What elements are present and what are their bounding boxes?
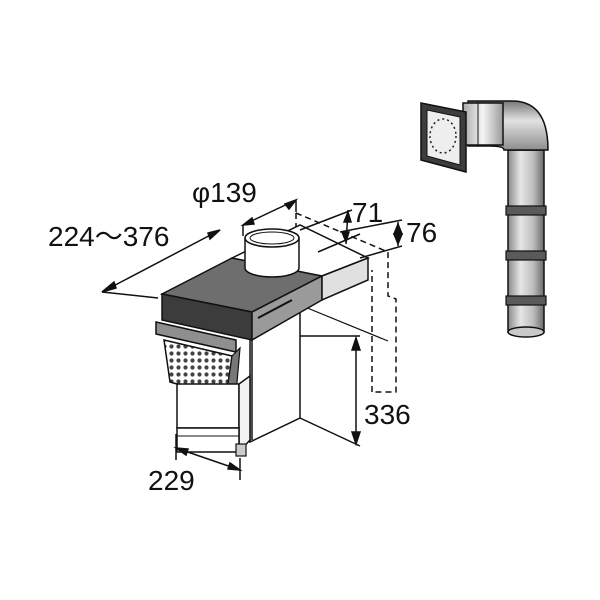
- dimension-offset-a: 71: [352, 197, 383, 228]
- flange-opening-hidden-line: [429, 118, 457, 154]
- hood-unit: [155, 212, 397, 457]
- hidden-lines: [295, 212, 397, 393]
- duct-outlet: [244, 228, 300, 278]
- dimension-lines: [101, 198, 404, 480]
- duct-pipe-end: [507, 326, 545, 338]
- dimension-diameter: φ139: [192, 177, 257, 208]
- duct-assembly: [420, 100, 549, 338]
- dimension-width: 229: [148, 465, 195, 496]
- duct-joints: [505, 205, 547, 306]
- dimension-depth-range: 224～376: [48, 221, 169, 252]
- lower-column: [176, 383, 240, 429]
- dimension-offset-b: 76: [406, 217, 437, 248]
- dimension-height: 336: [364, 399, 411, 430]
- duct-collar: [462, 102, 504, 146]
